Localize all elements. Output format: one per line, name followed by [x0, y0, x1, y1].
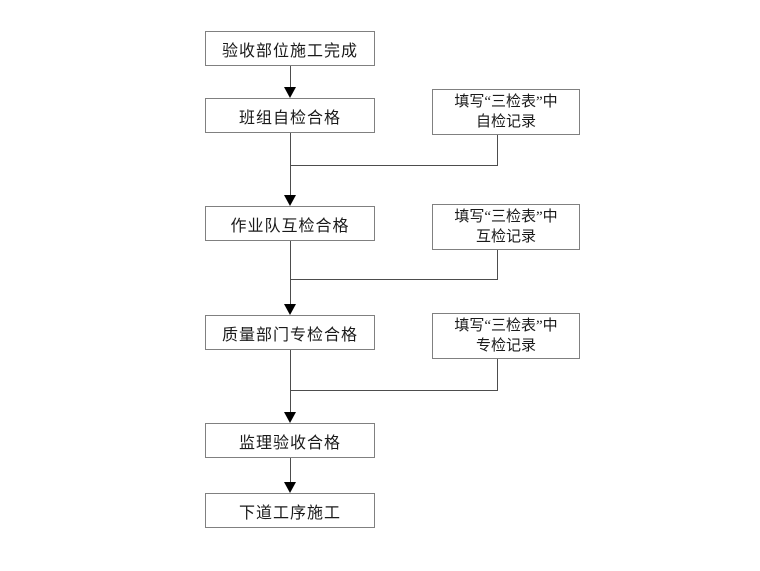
connector-line-note2-drop [497, 250, 498, 280]
connector-line-note3-drop [497, 359, 498, 391]
arrow-down-icon [284, 412, 296, 423]
flow-step-next-process: 下道工序施工 [205, 493, 375, 528]
note-line-2: 自检记录 [475, 114, 536, 130]
note-line-2: 专检记录 [475, 338, 536, 354]
flow-step-quality-dept-inspection: 质量部门专检合格 [205, 315, 375, 350]
note-line-1: 填写“三检表”中 [454, 318, 558, 334]
flow-step-construction-complete: 验收部位施工完成 [205, 31, 375, 66]
connector-line-step4-step5 [290, 350, 291, 413]
arrow-down-icon [284, 195, 296, 206]
note-line-1: 填写“三检表”中 [454, 94, 558, 110]
connector-line-note2-join [290, 279, 498, 280]
arrow-down-icon [284, 304, 296, 315]
connector-line-step5-step6 [290, 458, 291, 483]
flow-step-label: 下道工序施工 [238, 504, 341, 522]
flow-step-team-self-inspection: 班组自检合格 [205, 98, 375, 133]
arrow-down-icon [284, 482, 296, 493]
connector-line-note1-join [290, 165, 498, 166]
flow-step-supervisor-acceptance: 监理验收合格 [205, 423, 375, 458]
connector-line-step1-step2 [290, 66, 291, 88]
connector-line-step3-step4 [290, 241, 291, 305]
connector-line-step2-step3 [290, 133, 291, 196]
flow-step-label: 班组自检合格 [238, 109, 341, 127]
note-line-2: 互检记录 [475, 229, 536, 245]
flow-step-label: 验收部位施工完成 [221, 42, 358, 60]
flow-step-label: 监理验收合格 [238, 434, 341, 452]
note-special-inspection-record: 填写“三检表”中 专检记录 [432, 313, 580, 359]
note-line-1: 填写“三检表”中 [454, 209, 558, 225]
flow-step-label: 作业队互检合格 [230, 217, 350, 235]
note-self-inspection-record: 填写“三检表”中 自检记录 [432, 89, 580, 135]
note-mutual-inspection-record: 填写“三检表”中 互检记录 [432, 204, 580, 250]
arrow-down-icon [284, 87, 296, 98]
connector-line-note3-join [290, 390, 498, 391]
connector-line-note1-drop [497, 135, 498, 166]
flow-step-crew-mutual-inspection: 作业队互检合格 [205, 206, 375, 241]
flow-step-label: 质量部门专检合格 [221, 326, 358, 344]
